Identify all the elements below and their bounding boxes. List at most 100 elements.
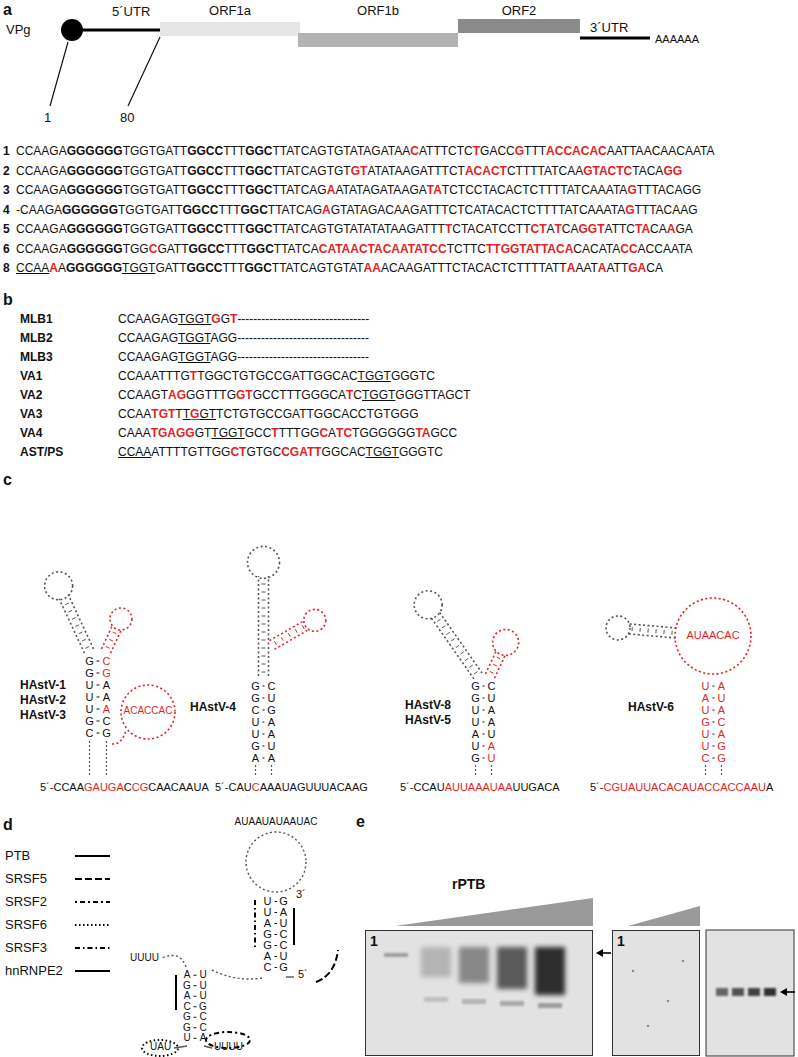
highlighted-bases: T xyxy=(555,222,562,236)
highlighted-bases: TGGT xyxy=(211,426,244,440)
legend-text: SRSF2 xyxy=(5,894,47,910)
sequence-number: 8 xyxy=(3,261,10,275)
strain-name: MLB1 xyxy=(20,312,53,326)
strand xyxy=(271,765,272,777)
highlighted-bases: TGGT xyxy=(178,350,210,364)
highlighted-bases: GGC xyxy=(244,261,271,275)
sequence-number: 4 xyxy=(3,203,10,217)
highlighted-bases: AUACAGG xyxy=(717,680,726,764)
base-pair xyxy=(483,686,485,687)
highlighted-bases: GGCC xyxy=(188,242,224,256)
orf-box: ORF1a xyxy=(160,3,300,36)
strand xyxy=(106,741,107,777)
panel-letter: e xyxy=(356,812,365,831)
highlighted-bases: C xyxy=(252,781,260,793)
legend-line-sample xyxy=(75,970,110,972)
panel-letter: a xyxy=(3,0,12,19)
base-pair xyxy=(97,733,100,734)
strand xyxy=(204,1046,212,1048)
hairpin-loop xyxy=(304,609,326,631)
highlighted-bases: A xyxy=(103,703,110,715)
gel-smear xyxy=(497,947,527,989)
base-pair xyxy=(275,967,278,968)
base-pair xyxy=(295,629,297,632)
stem-strand xyxy=(111,630,122,654)
highlighted-bases: GGC xyxy=(246,242,273,256)
base-pair xyxy=(275,912,278,913)
utr-sequence: -CAAGAGGGGGGTGGTGATTGGCCTTTGGCTTATCAGAGT… xyxy=(16,203,698,217)
highlighted-bases: GGGGGG xyxy=(67,183,123,197)
region-label: 3´UTR xyxy=(590,20,628,36)
legend-text: hnRNPE2 xyxy=(5,963,63,979)
utr-sequence: CCAAGAGGGGGGTGGCGATTGGCCTTTGGCTTATCACATA… xyxy=(16,242,692,256)
base-pair xyxy=(85,647,89,649)
base-pair xyxy=(262,584,266,585)
base-pair xyxy=(288,633,290,636)
base-pair xyxy=(713,698,715,699)
concentration-wedge xyxy=(395,898,593,926)
panel-letter: c xyxy=(3,470,12,489)
end-label: 5´ xyxy=(298,968,308,981)
highlighted-bases: GGCC xyxy=(187,144,223,158)
highlighted-bases: GGC xyxy=(245,183,272,197)
sequence-number: 5 xyxy=(3,222,10,236)
strain-name: MLB2 xyxy=(20,331,53,345)
highlighted-bases: T xyxy=(230,312,237,326)
hairpin-loop xyxy=(45,572,73,600)
stem-strand xyxy=(258,576,260,676)
stem-strand xyxy=(485,650,496,674)
apical-loop xyxy=(675,598,751,674)
orf-label: ORF1a xyxy=(160,3,300,18)
base-pair xyxy=(262,664,266,665)
highlighted-bases: GGC xyxy=(240,203,267,217)
aligned-sequence: CCAAATTTGTTGGCTGTGCCGATTGGCACTGGTGGGTC xyxy=(118,369,435,383)
base-pair xyxy=(262,600,266,601)
stem-bases: GGCUUGA xyxy=(250,680,261,764)
highlighted-bases: AA xyxy=(364,261,381,275)
gel-image: 1 xyxy=(612,930,700,1056)
gel-bands xyxy=(366,931,593,1056)
strain-name: VA4 xyxy=(20,426,42,440)
highlighted-bases: CATAACTACAATATCC xyxy=(319,242,447,256)
gel-band xyxy=(716,988,728,996)
highlighted-bases: A xyxy=(49,261,58,275)
base-pair xyxy=(713,758,715,759)
legend-text: PTB xyxy=(5,848,30,864)
highlighted-bases: A xyxy=(598,261,607,275)
base-pair xyxy=(275,923,278,924)
highlighted-bases: GGGGGG xyxy=(62,203,118,217)
highlighted-bases: GGCC xyxy=(182,203,218,217)
gel-image xyxy=(706,930,794,1056)
highlighted-bases: TGT xyxy=(151,407,175,421)
gel-band xyxy=(764,988,776,996)
five-prime-sequence: 5´-CGUAUUACACAUACCACCAAUA xyxy=(590,781,773,794)
orf-bar xyxy=(160,22,300,36)
highlighted-bases: TGGT xyxy=(366,445,399,459)
highlighted-bases: GGC xyxy=(245,164,272,178)
five-prime-sequence: 5´-CCAUAUUAAAUAAUUGACA xyxy=(400,781,560,794)
base-pair xyxy=(97,697,100,698)
stem-strand xyxy=(495,655,506,679)
utr-line xyxy=(580,37,650,40)
highlighted-bases: CG xyxy=(132,781,149,793)
stem-bases: UUUGCCA xyxy=(198,970,208,1044)
base-pair xyxy=(493,664,497,666)
gel-band xyxy=(538,1003,562,1008)
stem-strand xyxy=(270,621,305,641)
region-label: 5´UTR xyxy=(112,4,150,20)
base-pair xyxy=(713,686,715,687)
apical-loop xyxy=(246,832,306,892)
legend-line-sample xyxy=(75,947,110,949)
base-pair xyxy=(194,1038,197,1039)
highlighted-bases: CG xyxy=(102,655,111,679)
strain-name: VA1 xyxy=(20,369,42,383)
stem-bases: CUGAAUA xyxy=(266,680,277,764)
highlighted-bases: C xyxy=(410,144,419,158)
highlighted-bases: TGGT xyxy=(122,261,155,275)
base-pair xyxy=(262,616,266,617)
position-number: 80 xyxy=(120,110,134,126)
highlighted-bases: UAUGUUC xyxy=(701,680,710,764)
band-arrow-head xyxy=(780,988,787,996)
stem-strand xyxy=(275,629,310,649)
